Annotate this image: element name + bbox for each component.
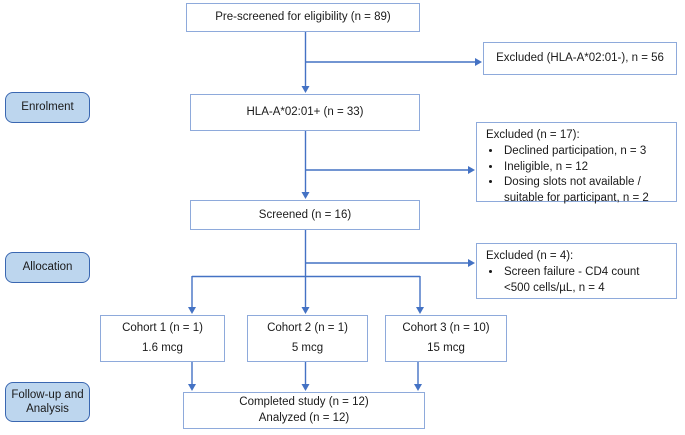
box-excluded-allocation: Excluded (n = 4): Screen failure - CD4 c… (476, 243, 677, 299)
box-hla-positive: HLA-A*02:01+ (n = 33) (190, 94, 420, 131)
box-completed-line1: Completed study (n = 12) (239, 395, 369, 408)
box-screened-text: Screened (n = 16) (258, 208, 352, 221)
box-cohort-2-title: Cohort 2 (n = 1) (267, 322, 348, 335)
box-completed-line2: Analyzed (n = 12) (258, 411, 350, 424)
arrowhead-down-screened (301, 192, 310, 199)
arrowhead-right-excluded-allocation (468, 259, 475, 267)
stage-label-enrolment: Enrolment (5, 92, 90, 123)
stage-label-followup-analysis-text: Follow-up and Analysis (11, 388, 84, 415)
box-prescreened-text: Pre-screened for eligibility (n = 89) (215, 11, 391, 24)
box-cohort-1-dose: 1.6 mcg (142, 342, 183, 354)
arrowhead-right-excluded-enrolment (468, 166, 475, 174)
box-excluded-allocation-title: Excluded (n = 4): (486, 250, 574, 262)
arrowhead-down-completed-2 (301, 384, 310, 391)
box-excluded-enrolment: Excluded (n = 17): Declined participatio… (476, 122, 677, 204)
stage-label-allocation: Allocation (5, 252, 90, 283)
stage-label-followup-analysis: Follow-up and Analysis (5, 382, 90, 422)
arrowhead-down-completed-3 (414, 384, 422, 391)
box-cohort-1: Cohort 1 (n = 1) 1.6 mcg (100, 315, 225, 362)
box-excluded-allocation-list: Screen failure - CD4 count <500 cells/µL… (486, 265, 668, 296)
arrowhead-down-hla (301, 86, 310, 93)
arrowhead-down-cohort3 (416, 307, 424, 314)
excluded-enrolment-item: Dosing slots not available / suitable fo… (502, 175, 668, 206)
box-screened: Screened (n = 16) (190, 200, 420, 230)
arrowhead-down-cohort2 (301, 307, 310, 314)
box-excluded-hla-negative-text: Excluded (HLA-A*02:01-), n = 56 (496, 52, 664, 65)
box-cohort-1-title: Cohort 1 (n = 1) (122, 322, 203, 335)
excluded-allocation-item: Screen failure - CD4 count <500 cells/µL… (502, 265, 668, 296)
box-excluded-enrolment-list: Declined participation, n = 3 Ineligible… (486, 144, 668, 206)
box-cohort-2-dose: 5 mcg (291, 342, 324, 354)
excluded-enrolment-item: Declined participation, n = 3 (502, 144, 668, 159)
box-hla-positive-text: HLA-A*02:01+ (n = 33) (246, 106, 364, 119)
box-excluded-hla-negative: Excluded (HLA-A*02:01-), n = 56 (483, 42, 677, 75)
box-cohort-3-dose: 15 mcg (427, 342, 465, 354)
box-excluded-enrolment-title: Excluded (n = 17): (486, 129, 580, 141)
stage-label-enrolment-text: Enrolment (21, 101, 74, 114)
excluded-enrolment-item: Ineligible, n = 12 (502, 160, 668, 175)
stage-label-allocation-text: Allocation (22, 261, 73, 274)
box-cohort-3-title: Cohort 3 (n = 10) (402, 322, 490, 335)
box-completed-analyzed: Completed study (n = 12) Analyzed (n = 1… (183, 392, 425, 429)
box-prescreened: Pre-screened for eligibility (n = 89) (186, 3, 420, 32)
box-cohort-3: Cohort 3 (n = 10) 15 mcg (385, 315, 507, 362)
arrowhead-down-completed-1 (188, 384, 196, 391)
box-cohort-2: Cohort 2 (n = 1) 5 mcg (247, 315, 368, 362)
arrowhead-down-cohort1 (188, 307, 196, 314)
arrowhead-right-excluded-hla (475, 58, 482, 66)
